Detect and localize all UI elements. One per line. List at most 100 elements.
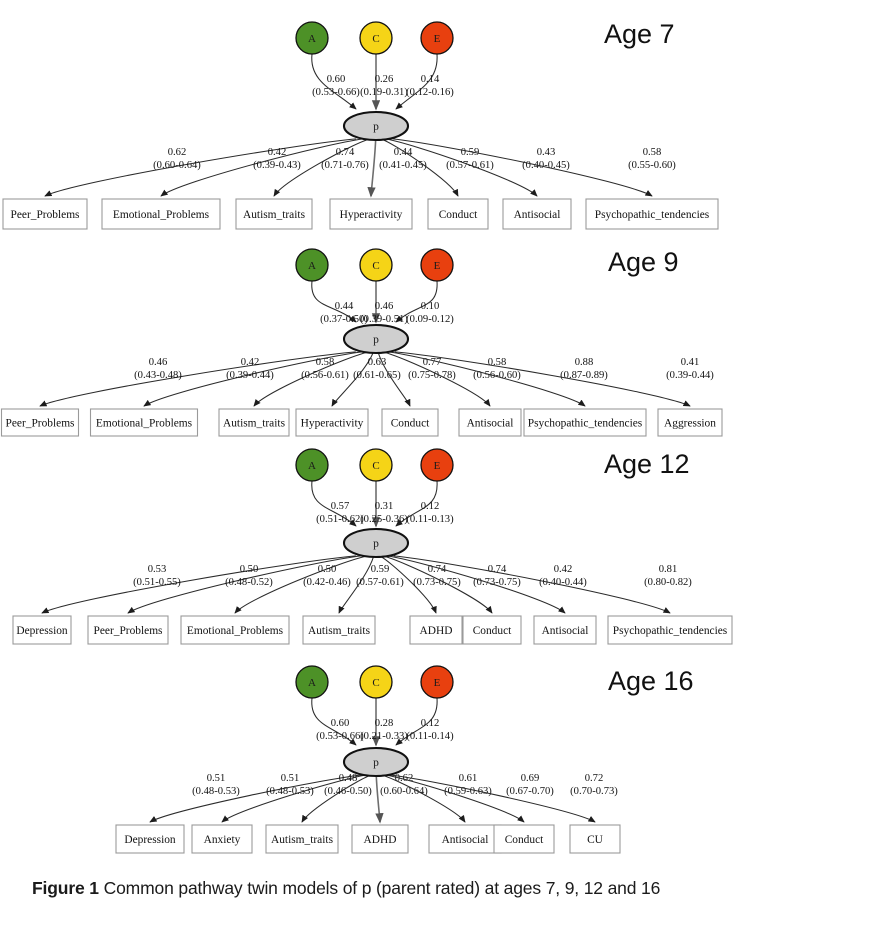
latent-node-a[interactable] — [295, 248, 329, 282]
ace-ci: (0.51-0.62) — [316, 514, 364, 525]
latent-node-p[interactable] — [342, 527, 410, 559]
indicator-box[interactable] — [523, 408, 647, 437]
latent-node-label: C — [372, 677, 379, 689]
latent-node-p-label: p — [373, 538, 379, 550]
age-label: Age 9 — [608, 247, 679, 277]
indicator-box[interactable] — [427, 198, 489, 230]
indicator-box[interactable] — [180, 615, 290, 645]
loading-estimate: 0.41 — [681, 357, 700, 368]
loading-path — [39, 351, 356, 407]
loading-estimate: 0.74 — [336, 147, 355, 158]
indicator-box[interactable] — [115, 824, 185, 854]
loading-path — [338, 555, 375, 614]
indicator-box[interactable] — [235, 198, 313, 230]
loading-ci: (0.42-0.46) — [303, 577, 351, 588]
indicator-label: Autism_traits — [271, 834, 334, 846]
latent-node-a[interactable] — [295, 665, 329, 699]
indicator-box[interactable] — [218, 408, 290, 437]
indicator-box[interactable] — [351, 824, 409, 854]
latent-node-e[interactable] — [420, 448, 454, 482]
latent-node-c[interactable] — [359, 21, 393, 55]
ace-path-e — [395, 697, 438, 746]
indicator-label: Antisocial — [442, 834, 489, 846]
latent-node-label: C — [372, 260, 379, 272]
loading-ci: (0.60-0.64) — [380, 786, 428, 797]
indicator-box[interactable] — [295, 408, 369, 437]
loading-ci: (0.40-0.45) — [522, 160, 570, 171]
loading-path — [385, 138, 538, 197]
loading-path — [382, 351, 491, 407]
loading-estimate: 0.58 — [643, 147, 662, 158]
loading-estimate: 0.42 — [268, 147, 287, 158]
indicator-box[interactable] — [533, 615, 597, 645]
loading-estimate: 0.59 — [371, 564, 390, 575]
loading-ci: (0.75-0.78) — [408, 370, 456, 381]
indicator-label: Hyperactivity — [301, 418, 364, 430]
indicator-box[interactable] — [302, 615, 376, 645]
loading-estimate: 0.69 — [521, 773, 540, 784]
ace-ci: (0.11-0.14) — [406, 731, 454, 742]
indicator-box[interactable] — [0, 408, 80, 437]
ace-estimate: 0.14 — [421, 74, 440, 85]
indicator-box[interactable] — [409, 615, 463, 645]
indicator-box[interactable] — [428, 824, 502, 854]
latent-node-c[interactable] — [359, 448, 393, 482]
ace-ci: (0.19-0.31) — [360, 87, 408, 98]
loading-ci: (0.73-0.75) — [413, 577, 461, 588]
loading-path — [253, 351, 369, 407]
indicator-box[interactable] — [12, 615, 72, 645]
indicator-label: Aggression — [664, 418, 716, 430]
indicator-box[interactable] — [381, 408, 439, 437]
indicator-box[interactable] — [101, 198, 221, 230]
indicator-box[interactable] — [458, 408, 522, 437]
latent-node-e[interactable] — [420, 21, 454, 55]
indicator-box[interactable] — [502, 198, 572, 230]
loading-ci: (0.48-0.53) — [266, 786, 314, 797]
loading-path — [234, 555, 368, 614]
ace-estimate: 0.60 — [327, 74, 346, 85]
loading-estimate: 0.58 — [316, 357, 335, 368]
latent-node-e[interactable] — [420, 665, 454, 699]
latent-node-p[interactable] — [342, 323, 410, 355]
loading-ci: (0.56-0.61) — [301, 370, 349, 381]
indicator-box[interactable] — [585, 198, 719, 230]
latent-node-c[interactable] — [359, 248, 393, 282]
indicator-box[interactable] — [462, 615, 522, 645]
loading-estimate: 0.62 — [395, 773, 414, 784]
latent-node-p[interactable] — [342, 110, 410, 142]
indicator-box[interactable] — [657, 408, 723, 437]
latent-node-a[interactable] — [295, 448, 329, 482]
loading-path — [392, 138, 653, 197]
ace-estimate: 0.12 — [421, 718, 440, 729]
latent-node-a[interactable] — [295, 21, 329, 55]
loading-path — [393, 555, 671, 614]
loading-ci: (0.87-0.89) — [560, 370, 608, 381]
indicator-label: ADHD — [420, 625, 453, 637]
caption-figure-number: Figure 1 — [32, 878, 99, 898]
indicator-box[interactable] — [265, 824, 339, 854]
indicator-box[interactable] — [569, 824, 621, 854]
indicator-box[interactable] — [2, 198, 88, 230]
loading-path — [379, 555, 437, 614]
indicator-box[interactable] — [191, 824, 253, 854]
indicator-box[interactable] — [493, 824, 555, 854]
loading-ci: (0.43-0.48) — [134, 370, 182, 381]
latent-node-p[interactable] — [342, 746, 410, 778]
loading-ci: (0.57-0.61) — [356, 577, 404, 588]
ace-estimate: 0.46 — [375, 301, 394, 312]
ace-path-e — [395, 280, 438, 323]
indicator-label: Antisocial — [514, 209, 561, 221]
indicator-box[interactable] — [89, 408, 199, 437]
loading-path — [367, 138, 377, 198]
indicator-label: Autism_traits — [243, 209, 306, 221]
latent-node-e[interactable] — [420, 248, 454, 282]
indicator-box[interactable] — [607, 615, 733, 645]
loading-estimate: 0.81 — [659, 564, 678, 575]
loading-path — [273, 138, 371, 197]
indicator-box[interactable] — [87, 615, 169, 645]
indicator-label: Anxiety — [204, 834, 241, 846]
latent-node-c[interactable] — [359, 665, 393, 699]
indicator-box[interactable] — [329, 198, 413, 230]
